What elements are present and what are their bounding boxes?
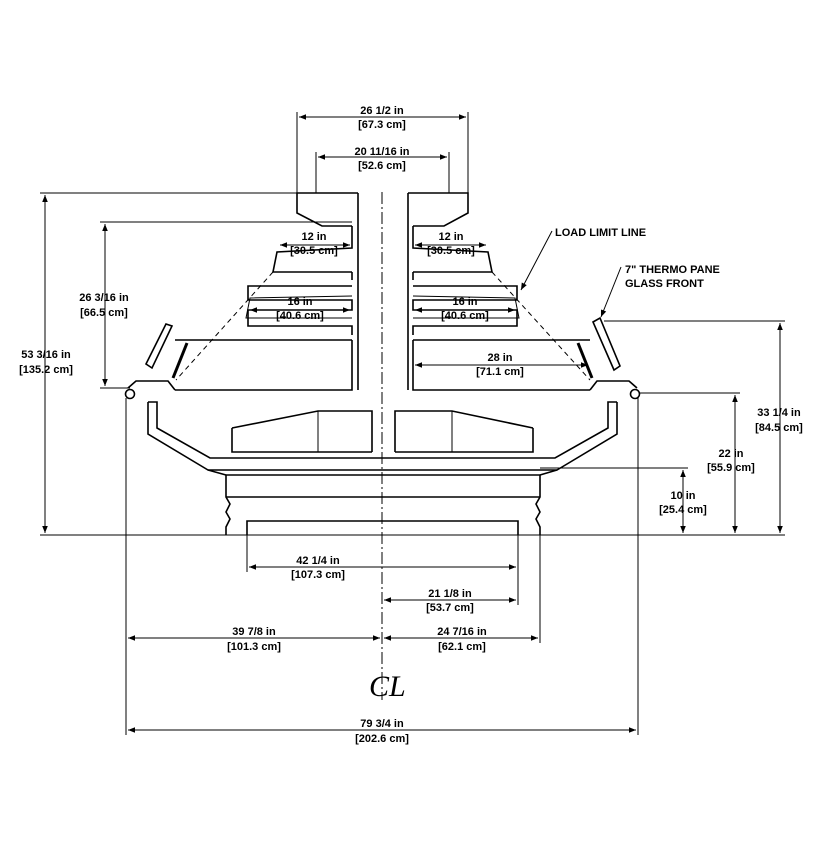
dim-left-width-metric: [101.3 cm] bbox=[227, 641, 281, 653]
dim-shelf2-left-metric: [40.6 cm] bbox=[276, 310, 324, 322]
dim-right-width-imperial: 24 7/16 in bbox=[437, 626, 487, 638]
dim-shelf-height-metric: [66.5 cm] bbox=[80, 307, 128, 319]
dim-top-outer-imperial: 26 1/2 in bbox=[360, 105, 404, 117]
dim-base-height: 10 in [25.4 cm] bbox=[540, 467, 707, 533]
dim-shelf2-right-imperial: 16 in bbox=[452, 296, 477, 308]
dim-top-inner: 20 11/16 in [52.6 cm] bbox=[315, 146, 450, 193]
dim-base-half-imperial: 21 1/8 in bbox=[428, 588, 472, 600]
dim-top-inner-imperial: 20 11/16 in bbox=[354, 146, 409, 158]
dim-right-width-metric: [62.1 cm] bbox=[438, 641, 486, 653]
dim-base-half: 21 1/8 in [53.7 cm] bbox=[384, 588, 516, 614]
dim-shelf2-left: 16 in [40.6 cm] bbox=[250, 296, 350, 322]
callout-glass-line2: GLASS FRONT bbox=[625, 278, 704, 290]
dim-shelf3-right-imperial: 28 in bbox=[487, 352, 512, 364]
dim-top-inner-metric: [52.6 cm] bbox=[358, 160, 406, 172]
dim-base-height-metric: [25.4 cm] bbox=[659, 504, 707, 516]
dim-shelf1-left-metric: [30.5 cm] bbox=[290, 245, 338, 257]
dim-glass-height-metric: [84.5 cm] bbox=[755, 422, 803, 434]
dim-shelf3-right: 28 in [71.1 cm] bbox=[415, 352, 588, 378]
dim-overall-width-imperial: 79 3/4 in bbox=[360, 718, 404, 730]
dim-glass-height-imperial: 33 1/4 in bbox=[757, 407, 801, 419]
dim-left-width: 39 7/8 in [101.3 cm] bbox=[125, 398, 380, 735]
dim-glass-height: 33 1/4 in [84.5 cm] bbox=[604, 320, 803, 533]
load-limit-line-left bbox=[175, 271, 274, 381]
callout-load-limit-text: LOAD LIMIT LINE bbox=[555, 227, 646, 239]
dim-shelf1-right: 12 in [30.5 cm] bbox=[415, 231, 486, 257]
dim-overall-height-imperial: 53 3/16 in bbox=[21, 349, 71, 361]
dim-left-width-imperial: 39 7/8 in bbox=[232, 626, 276, 638]
dim-shelf1-left-imperial: 12 in bbox=[301, 231, 326, 243]
dim-shelf2-right-metric: [40.6 cm] bbox=[441, 310, 489, 322]
callout-glass-line1: 7" THERMO PANE bbox=[625, 264, 720, 276]
dim-top-outer: 26 1/2 in [67.3 cm] bbox=[296, 105, 469, 193]
dim-base-width-imperial: 42 1/4 in bbox=[296, 555, 340, 567]
case-outline-left bbox=[124, 192, 382, 535]
dim-base-width: 42 1/4 in [107.3 cm] bbox=[246, 535, 519, 605]
dim-base-height-imperial: 10 in bbox=[670, 490, 695, 502]
callout-glass-front: 7" THERMO PANE GLASS FRONT bbox=[600, 264, 720, 318]
dim-overall-height-metric: [135.2 cm] bbox=[19, 364, 73, 376]
dim-rail-height: 22 in [55.9 cm] bbox=[640, 392, 755, 533]
load-limit-line-right bbox=[491, 271, 591, 381]
dim-shelf-height: 26 3/16 in [66.5 cm] bbox=[79, 221, 352, 389]
dim-overall-width: 79 3/4 in [202.6 cm] bbox=[128, 398, 639, 745]
callout-load-limit: LOAD LIMIT LINE bbox=[520, 227, 646, 291]
dim-shelf3-right-metric: [71.1 cm] bbox=[476, 366, 524, 378]
dim-shelf1-right-imperial: 12 in bbox=[438, 231, 463, 243]
dim-shelf1-right-metric: [30.5 cm] bbox=[427, 245, 475, 257]
dim-rail-height-imperial: 22 in bbox=[718, 448, 743, 460]
dim-overall-width-metric: [202.6 cm] bbox=[355, 733, 409, 745]
dim-base-half-metric: [53.7 cm] bbox=[426, 602, 474, 614]
dim-base-width-metric: [107.3 cm] bbox=[291, 569, 345, 581]
dim-shelf-height-imperial: 26 3/16 in bbox=[79, 292, 129, 304]
centerline-symbol: CL bbox=[369, 670, 406, 703]
dim-rail-height-metric: [55.9 cm] bbox=[707, 462, 755, 474]
dim-shelf2-right: 16 in [40.6 cm] bbox=[415, 296, 515, 322]
dim-shelf2-left-imperial: 16 in bbox=[287, 296, 312, 308]
dim-shelf1-left: 12 in [30.5 cm] bbox=[280, 231, 350, 257]
dim-top-outer-metric: [67.3 cm] bbox=[358, 119, 406, 131]
dim-overall-height: 53 3/16 in [135.2 cm] bbox=[19, 192, 297, 533]
case-outline-right bbox=[207, 192, 641, 535]
dim-right-width: 24 7/16 in [62.1 cm] bbox=[384, 535, 541, 653]
